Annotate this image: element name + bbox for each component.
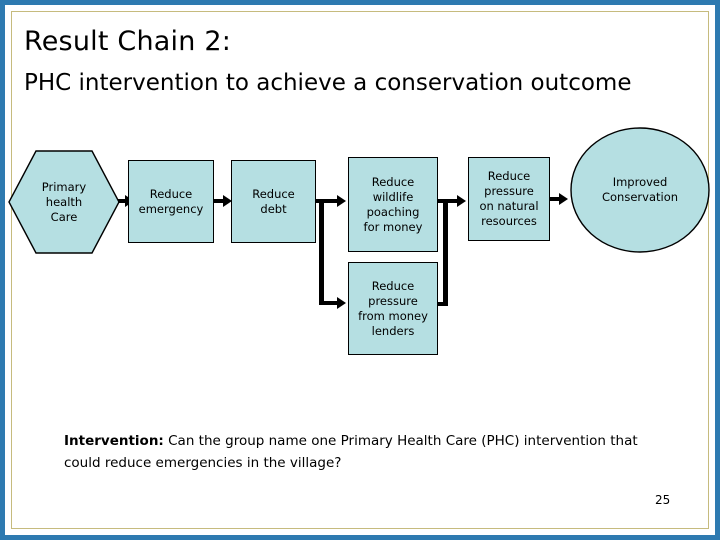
node-reduce-pressure-money-lenders: Reduce pressure from money lenders <box>348 262 438 355</box>
node-label: Reduce wildlife poaching for money <box>363 174 423 234</box>
circle-shape <box>570 127 710 253</box>
connector-phc-to-emergency <box>118 199 128 203</box>
connector-debt-trunk-vertical <box>319 199 324 305</box>
intervention-label: Intervention: <box>64 433 164 449</box>
connector-debt-to-lenders <box>319 301 341 305</box>
arrowhead-debt-to-lenders <box>337 297 346 309</box>
arrowhead-debt-to-poaching <box>337 195 346 207</box>
intervention-question: Intervention: Can the group name one Pri… <box>64 430 644 474</box>
node-reduce-wildlife-poaching: Reduce wildlife poaching for money <box>348 157 438 252</box>
intervention-text: Can the group name one Primary Health Ca… <box>64 433 638 471</box>
node-primary-health-care: Primary health Care <box>8 150 120 254</box>
node-reduce-debt: Reduce debt <box>231 160 316 243</box>
node-reduce-emergency: Reduce emergency <box>128 160 214 243</box>
node-label: Reduce pressure on natural resources <box>479 169 539 228</box>
node-label: Reduce emergency <box>138 186 204 216</box>
connector-merge-trunk-vertical <box>443 199 448 306</box>
connector-merge-to-natural <box>443 199 461 203</box>
page-title: Result Chain 2: <box>24 26 231 57</box>
connector-natural-to-conservation <box>550 197 564 201</box>
page-number: 25 <box>655 493 671 507</box>
arrowhead-natural-to-conservation <box>559 193 568 205</box>
node-label: Primary health Care <box>41 179 87 224</box>
connector-debt-to-poaching <box>319 199 341 203</box>
arrowhead-emergency-to-debt <box>223 195 232 207</box>
node-reduce-pressure-natural-resources: Reduce pressure on natural resources <box>468 157 550 241</box>
node-label: Reduce debt <box>252 186 295 216</box>
node-label: Reduce pressure from money lenders <box>358 278 428 338</box>
node-improved-conservation: Improved Conservation <box>570 127 710 253</box>
connector-lenders-stub <box>438 302 448 306</box>
hexagon-shape <box>8 150 120 254</box>
connector-emergency-to-debt <box>214 199 226 203</box>
node-label: Improved Conservation <box>601 175 679 204</box>
page-subtitle: PHC intervention to achieve a conservati… <box>24 70 632 96</box>
arrowhead-merge-to-natural <box>457 195 466 207</box>
